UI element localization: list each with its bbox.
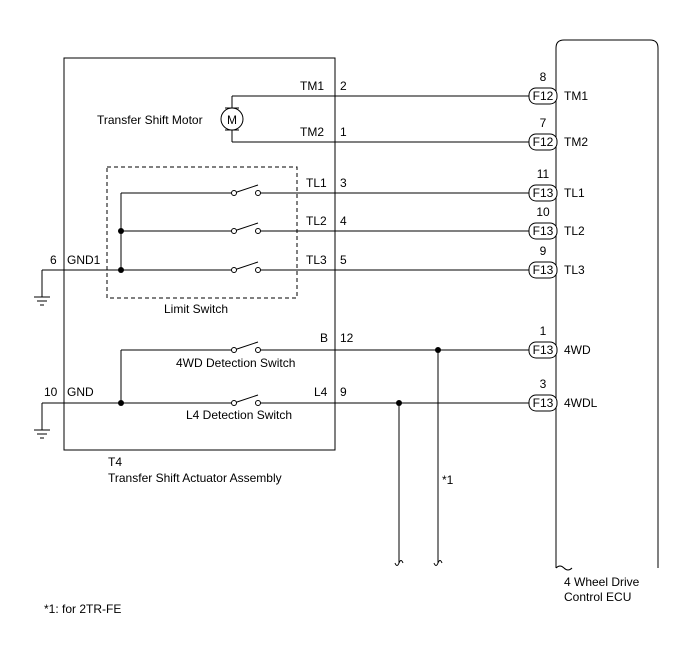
branch-wires xyxy=(394,347,443,566)
ecu-label-tl2: TL2 xyxy=(564,224,585,238)
gnd1-label: GND1 xyxy=(67,253,101,267)
ecu-connector-4wd xyxy=(528,341,558,359)
limit-switch-label: Limit Switch xyxy=(164,302,228,316)
term-label-b: B xyxy=(320,331,328,345)
detect-4wd-label: 4WD Detection Switch xyxy=(176,356,295,370)
gnd-ground xyxy=(34,402,121,439)
ecu-terminal-tl3: 9 F13 TL3 xyxy=(528,244,585,279)
ecu-terminal-tl2: 10 F13 TL2 xyxy=(528,205,585,240)
term-label-tl3: TL3 xyxy=(306,253,327,267)
ecu-name-line2: Control ECU xyxy=(564,590,631,604)
ecu-connector-tm1 xyxy=(528,87,558,105)
limit-switch-box xyxy=(106,166,298,299)
term-pin-tl3: 5 xyxy=(340,253,347,267)
ecu-pin-tl3: 9 xyxy=(540,244,547,258)
ecu-connector-tl2-label: F13 xyxy=(533,224,554,238)
actuator-ref: T4 xyxy=(108,455,122,469)
gnd1-pin: 6 xyxy=(50,253,57,267)
detection-switch-4wd xyxy=(121,341,529,353)
footnote: *1: for 2TR-FE xyxy=(44,602,121,616)
term-label-tm1: TM1 xyxy=(300,79,324,93)
ecu-pin-tl1: 11 xyxy=(537,167,550,181)
gnd-pin: 10 xyxy=(44,385,58,399)
ecu-terminal-4wdl: 3 F13 4WDL xyxy=(528,377,598,412)
ecu-body xyxy=(555,39,659,568)
term-label-tl2: TL2 xyxy=(306,214,327,228)
ecu-connector-tm2 xyxy=(528,133,558,151)
ecu-connector-4wdl xyxy=(528,394,558,412)
ecu-connector-tm2-label: F12 xyxy=(533,135,554,149)
transfer-shift-motor: M xyxy=(220,95,529,143)
term-pin-tm1: 2 xyxy=(340,79,347,93)
ecu-terminal-4wd: 1 F13 4WD xyxy=(528,324,591,359)
ecu-label-4wd: 4WD xyxy=(564,343,591,357)
ecu-name-line1: 4 Wheel Drive xyxy=(564,575,640,589)
term-label-tm2: TM2 xyxy=(300,125,324,139)
ecu-break-line xyxy=(555,565,573,571)
detect-l4-label: L4 Detection Switch xyxy=(186,408,292,422)
term-pin-l4: 9 xyxy=(340,385,347,399)
note-marker: *1 xyxy=(442,473,454,487)
ecu-connector-tl2 xyxy=(528,222,558,240)
ecu-label-tm1: TM1 xyxy=(564,89,588,103)
term-label-tl1: TL1 xyxy=(306,176,327,190)
motor-symbol: M xyxy=(227,113,237,127)
ecu-label-4wdl: 4WDL xyxy=(564,396,598,410)
ecu-terminal-tl1: 11 F13 TL1 xyxy=(528,167,585,202)
ecu-label-tl3: TL3 xyxy=(564,263,585,277)
term-pin-tl1: 3 xyxy=(340,176,347,190)
ecu-pin-4wd: 1 xyxy=(540,324,547,338)
limit-switch-tl3 xyxy=(118,261,529,273)
gnd1-ground xyxy=(34,269,121,306)
actuator-name: Transfer Shift Actuator Assembly xyxy=(108,471,282,485)
ecu-connector-4wdl-label: F13 xyxy=(533,396,554,410)
limit-switch-tl2 xyxy=(118,222,529,234)
term-pin-tl2: 4 xyxy=(340,214,347,228)
ecu-connector-tl1-label: F13 xyxy=(533,186,554,200)
gnd-label: GND xyxy=(67,385,94,399)
ecu-pin-4wdl: 3 xyxy=(540,377,547,391)
term-label-l4: L4 xyxy=(314,385,328,399)
actuator-box xyxy=(63,57,336,451)
ecu-connector-tl1 xyxy=(528,184,558,202)
limit-switch-tl1 xyxy=(121,184,529,196)
ecu-pin-tm1: 8 xyxy=(540,70,547,84)
motor-label: Transfer Shift Motor xyxy=(97,113,203,127)
ecu-terminal-tm2: 7 F12 TM2 xyxy=(528,116,588,151)
ecu-connector-tm1-label: F12 xyxy=(533,89,554,103)
ecu-label-tl1: TL1 xyxy=(564,186,585,200)
term-pin-b: 12 xyxy=(340,331,354,345)
ecu-connector-4wd-label: F13 xyxy=(533,343,554,357)
ecu-pin-tm2: 7 xyxy=(540,116,547,130)
ecu-label-tm2: TM2 xyxy=(564,135,588,149)
ecu-pin-tl2: 10 xyxy=(536,205,550,219)
ecu-connector-tl3 xyxy=(528,261,558,279)
term-pin-tm2: 1 xyxy=(340,125,347,139)
ecu-connector-tl3-label: F13 xyxy=(533,263,554,277)
ecu-terminal-tm1: 8 F12 TM1 xyxy=(528,70,588,105)
